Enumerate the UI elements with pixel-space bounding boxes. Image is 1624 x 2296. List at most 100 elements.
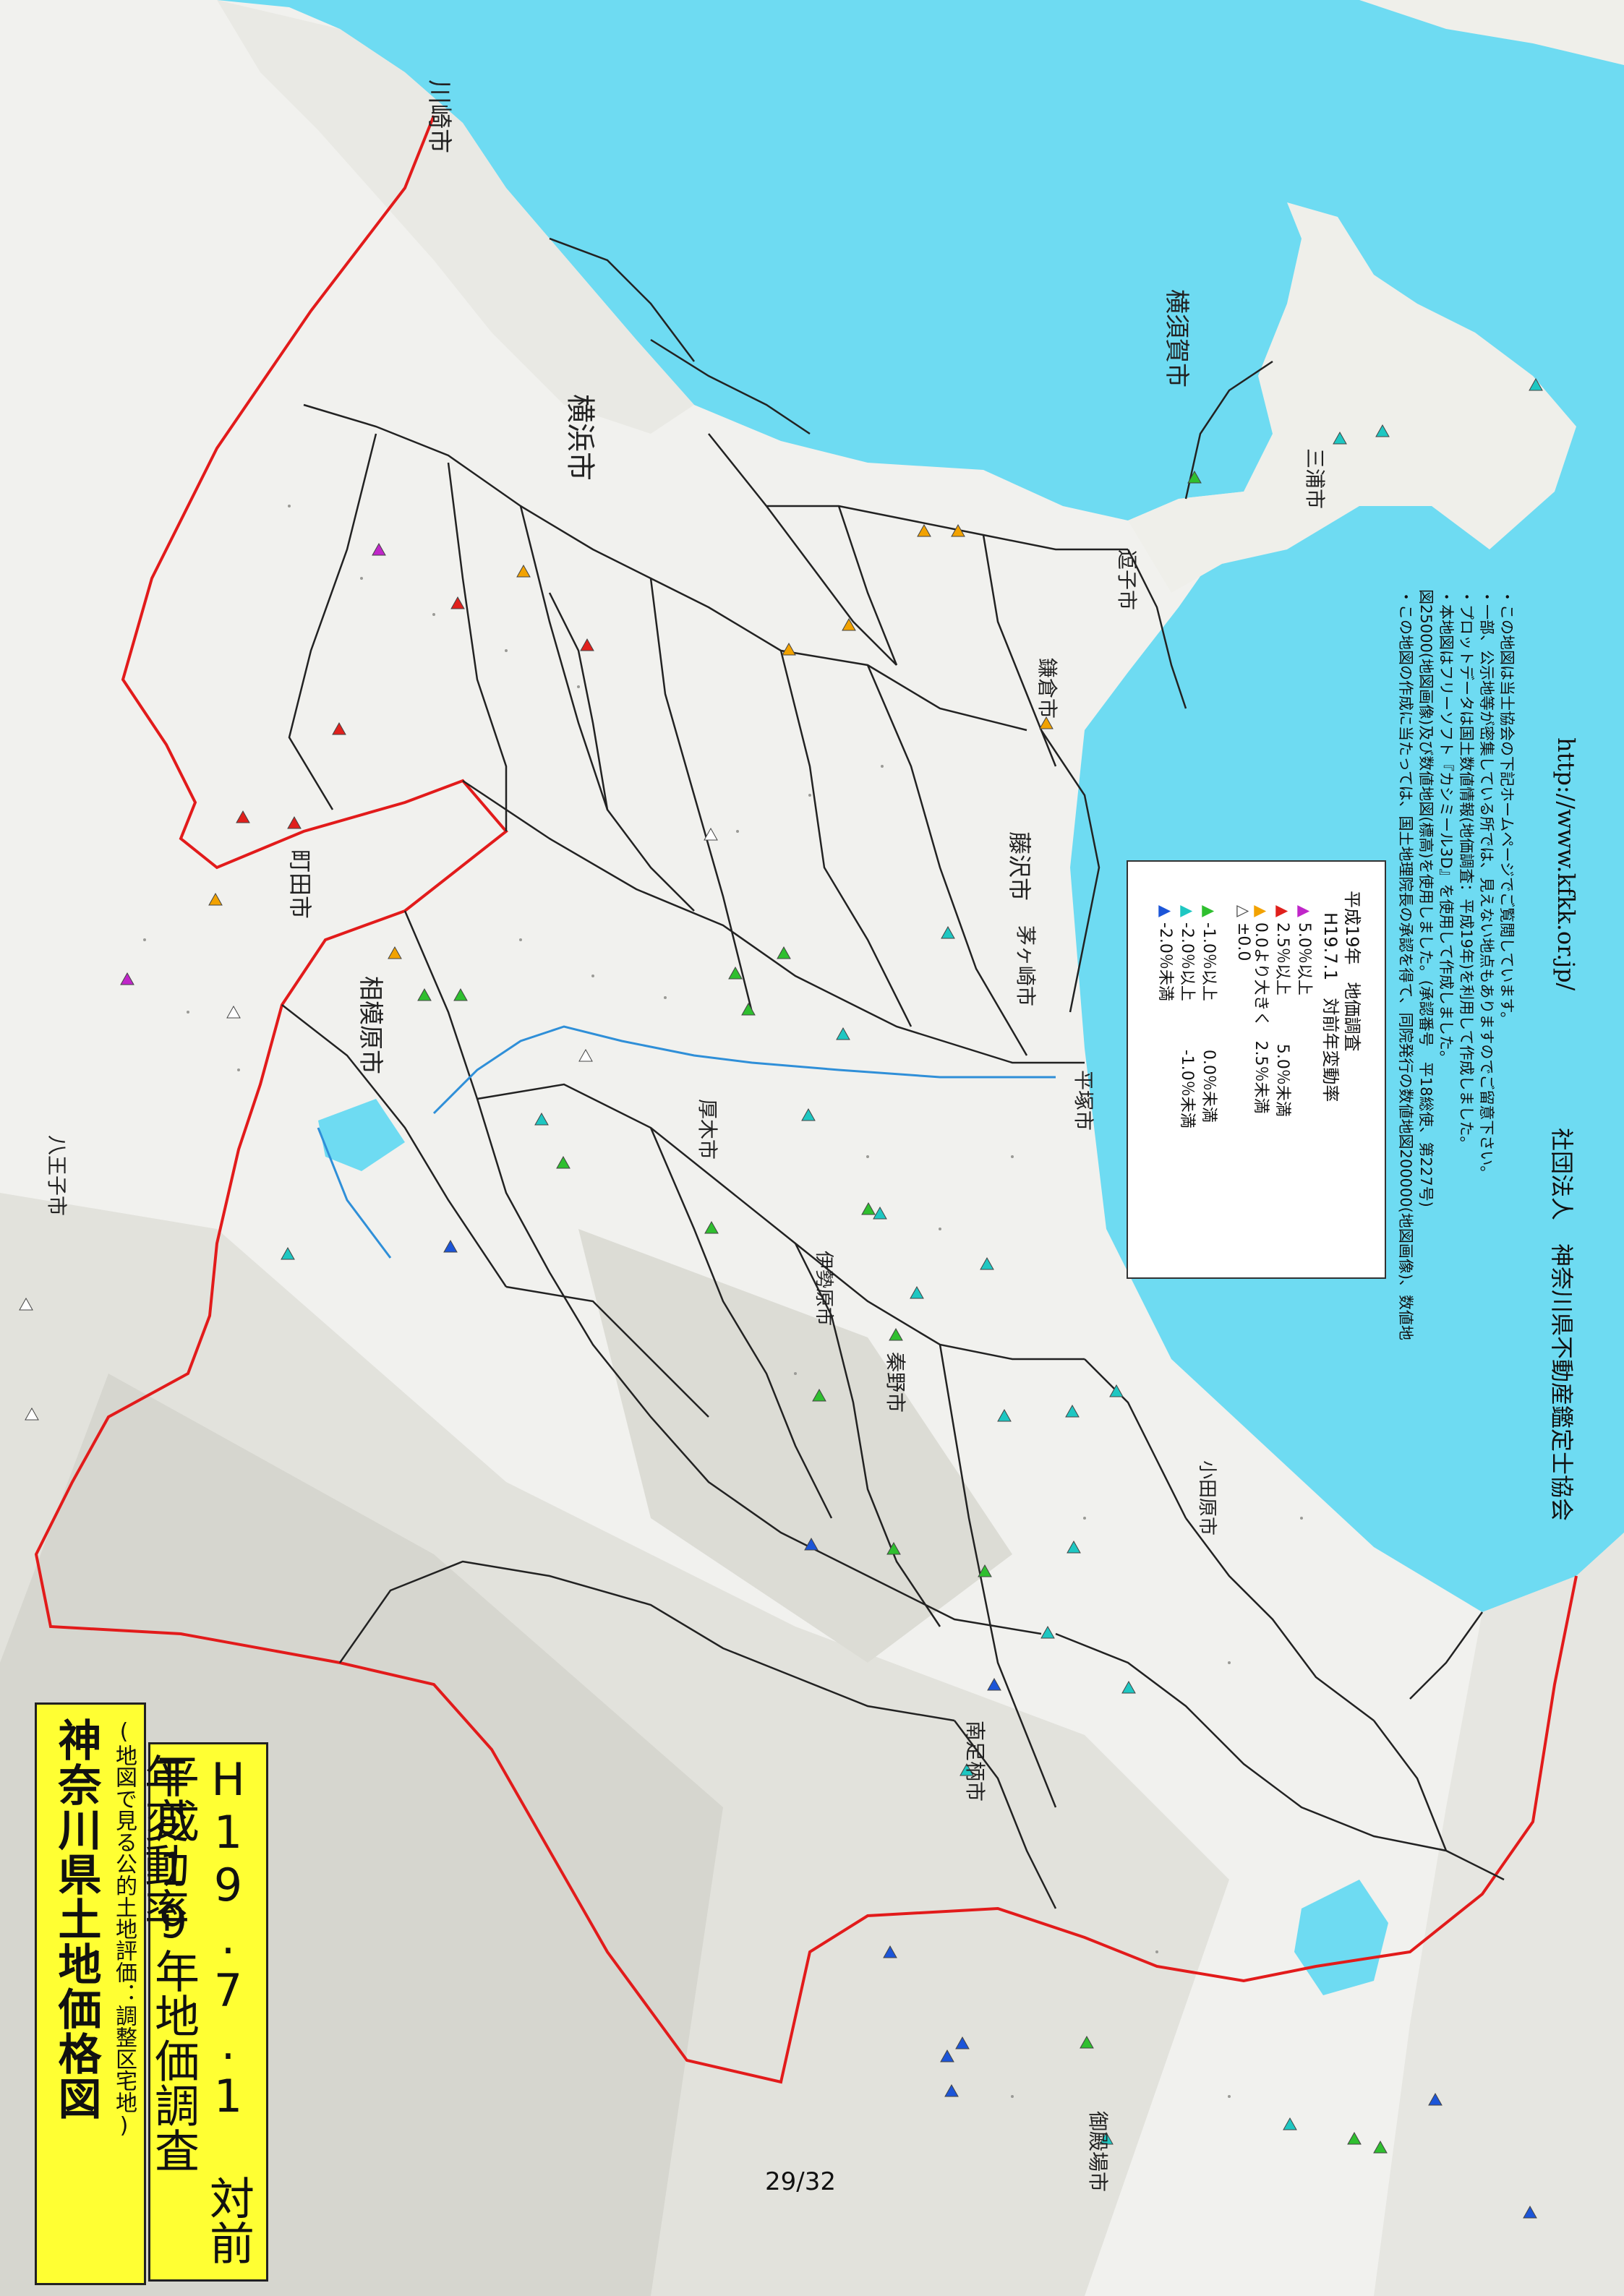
marker (777, 946, 791, 959)
prefecture-border (34, 115, 1578, 2084)
marker (236, 810, 250, 823)
legend-heading: H19.7.1 対前年変動率 (1320, 912, 1341, 1102)
legend-symbol: ▲ (1156, 905, 1174, 917)
marker (997, 1408, 1012, 1422)
legend-item: ▲ 5.0％以上 (1295, 905, 1313, 995)
marker (801, 1108, 816, 1121)
legend-item: △ ±0.0 (1234, 905, 1252, 961)
marker (580, 638, 594, 651)
marker (287, 815, 302, 829)
markers-2-5pct (236, 596, 594, 829)
place-label: 御殿場市 (1086, 2111, 1110, 2193)
place-label: 横浜市 (563, 394, 597, 481)
marker (910, 1285, 924, 1299)
marker (120, 972, 134, 985)
marker (556, 1155, 570, 1169)
marker (1121, 1680, 1136, 1694)
marker (208, 892, 223, 906)
marker (417, 988, 432, 1001)
markers-zero (19, 827, 718, 1421)
marker (836, 1027, 850, 1040)
marker (1347, 2131, 1362, 2145)
legend-heading: 平成19年 地価調査 (1342, 891, 1362, 1052)
marker (861, 1201, 876, 1215)
marker (987, 1677, 1001, 1691)
marker (1067, 1540, 1081, 1554)
marker (940, 2049, 954, 2062)
survey-title: 平成19年地価調査 (147, 1753, 200, 2172)
marker (534, 1112, 549, 1126)
marker (226, 1005, 241, 1019)
marker (886, 1541, 901, 1555)
map-title: 神奈川県土地価格図 (51, 1718, 101, 2121)
organization: 社団法人 神奈川県不動産鑑定士協会 (1548, 1128, 1576, 1522)
marker (782, 642, 796, 656)
marker (941, 925, 955, 939)
marker (388, 946, 402, 959)
marker (1065, 1404, 1080, 1418)
marker (281, 1246, 295, 1260)
marker (372, 542, 386, 556)
marker (1529, 377, 1543, 391)
place-label: 厚木市 (696, 1099, 719, 1160)
note-line: ・この地図は当士協会の下記ホームページでご覧閲しています。 (1498, 589, 1516, 1027)
note-line: ・この地図の作成に当たっては、国土地理院長の承認を得て、同院発行の数値地図200… (1397, 589, 1414, 1341)
marker (889, 1327, 903, 1341)
marker (1428, 2092, 1443, 2106)
survey-box: 平成19年地価調査 H19.7.1 対前年変動率 (137, 1742, 268, 2282)
marker (1283, 2117, 1297, 2130)
marker (1039, 716, 1054, 729)
marker (873, 1206, 887, 1220)
place-label: 鎌倉市 (1035, 658, 1059, 719)
marker (1333, 431, 1347, 445)
place-label: 町田市 (286, 849, 314, 920)
markers-below-minus-2 (443, 1239, 1537, 2219)
marker (955, 2036, 970, 2049)
marker (1099, 2131, 1114, 2145)
place-label: 藤沢市 (1006, 831, 1033, 901)
legend-item: ▲ -1.0％以上 0.0％未満 (1200, 905, 1218, 1123)
marker (842, 617, 856, 631)
website-link[interactable]: http://www.kfkk.or.jp/ (1552, 737, 1580, 991)
legend-symbol: ▲ (1252, 905, 1270, 917)
place-label: 横須賀市 (1162, 289, 1191, 387)
marker (741, 1002, 756, 1016)
place-label: 秦野市 (884, 1352, 907, 1413)
place-label: 伊勢原市 (813, 1251, 834, 1327)
marker (978, 1564, 992, 1577)
legend-symbol: ▲ (1200, 905, 1218, 917)
page-number: 29/32 (765, 2167, 836, 2196)
place-label: 川崎市 (424, 80, 453, 153)
marker (812, 1388, 826, 1402)
place-label: 南足柄市 (963, 1721, 987, 1802)
marker (25, 1407, 39, 1421)
marker (980, 1256, 994, 1270)
marker (917, 523, 931, 537)
legend-symbol: ▲ (1295, 905, 1313, 917)
note-line: ・一部、公示地等が密集している所では、見えない地点もありますのでご留意下さい。 (1478, 589, 1495, 1181)
note-line: 図25000(地図画像)及び数値地図(標高)を使用しました。(承認番号 平18総… (1417, 589, 1435, 1207)
marker (578, 1048, 593, 1062)
marker (19, 1297, 33, 1311)
marker (704, 1220, 719, 1234)
marker (1373, 2140, 1388, 2154)
municipal-boundaries (281, 237, 1505, 1909)
legend-symbol: △ (1234, 905, 1252, 917)
legend-symbol: ▲ (1178, 905, 1196, 917)
markers-minus-2 (281, 377, 1543, 2145)
legend-symbol: ▲ (1273, 905, 1291, 917)
place-label: 相模原市 (356, 976, 385, 1074)
survey-date: H19.7.1 対前年変動率 (137, 1753, 255, 2265)
title-box: 神奈川県土地価格図 (地図で見る公的土地評価：調整区宅地) (35, 1702, 146, 2285)
marker (960, 1762, 974, 1776)
marker (450, 596, 465, 609)
marker (332, 721, 346, 735)
marker (951, 523, 965, 537)
marker (883, 1945, 897, 1958)
marker (1375, 424, 1390, 437)
legend-item: ▲ 0.0より大きく 2.5％未満 (1252, 905, 1270, 1114)
markers-0-2-5pct (208, 523, 1054, 959)
marker (728, 966, 743, 980)
marker (804, 1537, 819, 1551)
price-markers (19, 377, 1543, 2219)
